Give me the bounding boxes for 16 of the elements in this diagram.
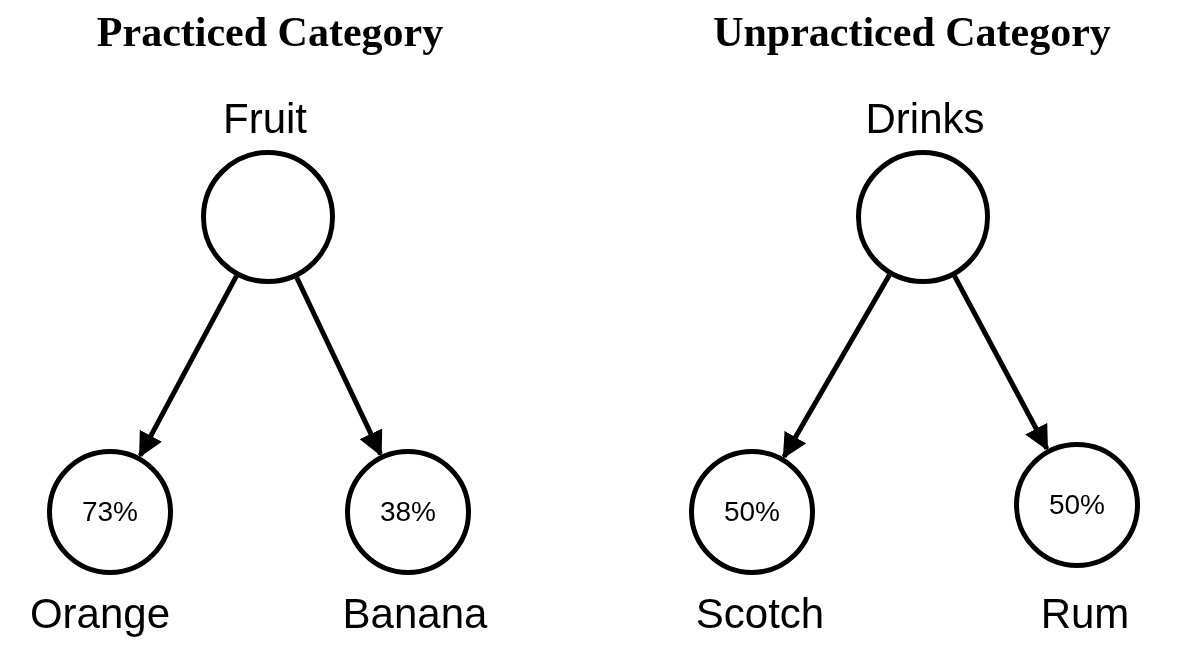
category-label: Drinks	[865, 95, 985, 143]
percentage-value: 50%	[723, 496, 780, 528]
percentage-value: 73%	[81, 496, 138, 528]
arrow	[781, 273, 892, 459]
item-label: Orange	[29, 590, 171, 638]
category-label: Fruit	[223, 95, 307, 143]
arrow	[138, 274, 239, 458]
arrow	[952, 274, 1050, 451]
arrow	[294, 276, 383, 457]
item-label: Scotch	[695, 590, 825, 638]
category-heading: Practiced Category	[96, 8, 444, 56]
percentage-value: 38%	[379, 496, 436, 528]
category-heading: Unpracticed Category	[713, 8, 1111, 56]
item-label: Rum	[1040, 590, 1130, 638]
item-label: Banana	[342, 590, 488, 638]
percentage-value: 50%	[1048, 489, 1105, 521]
